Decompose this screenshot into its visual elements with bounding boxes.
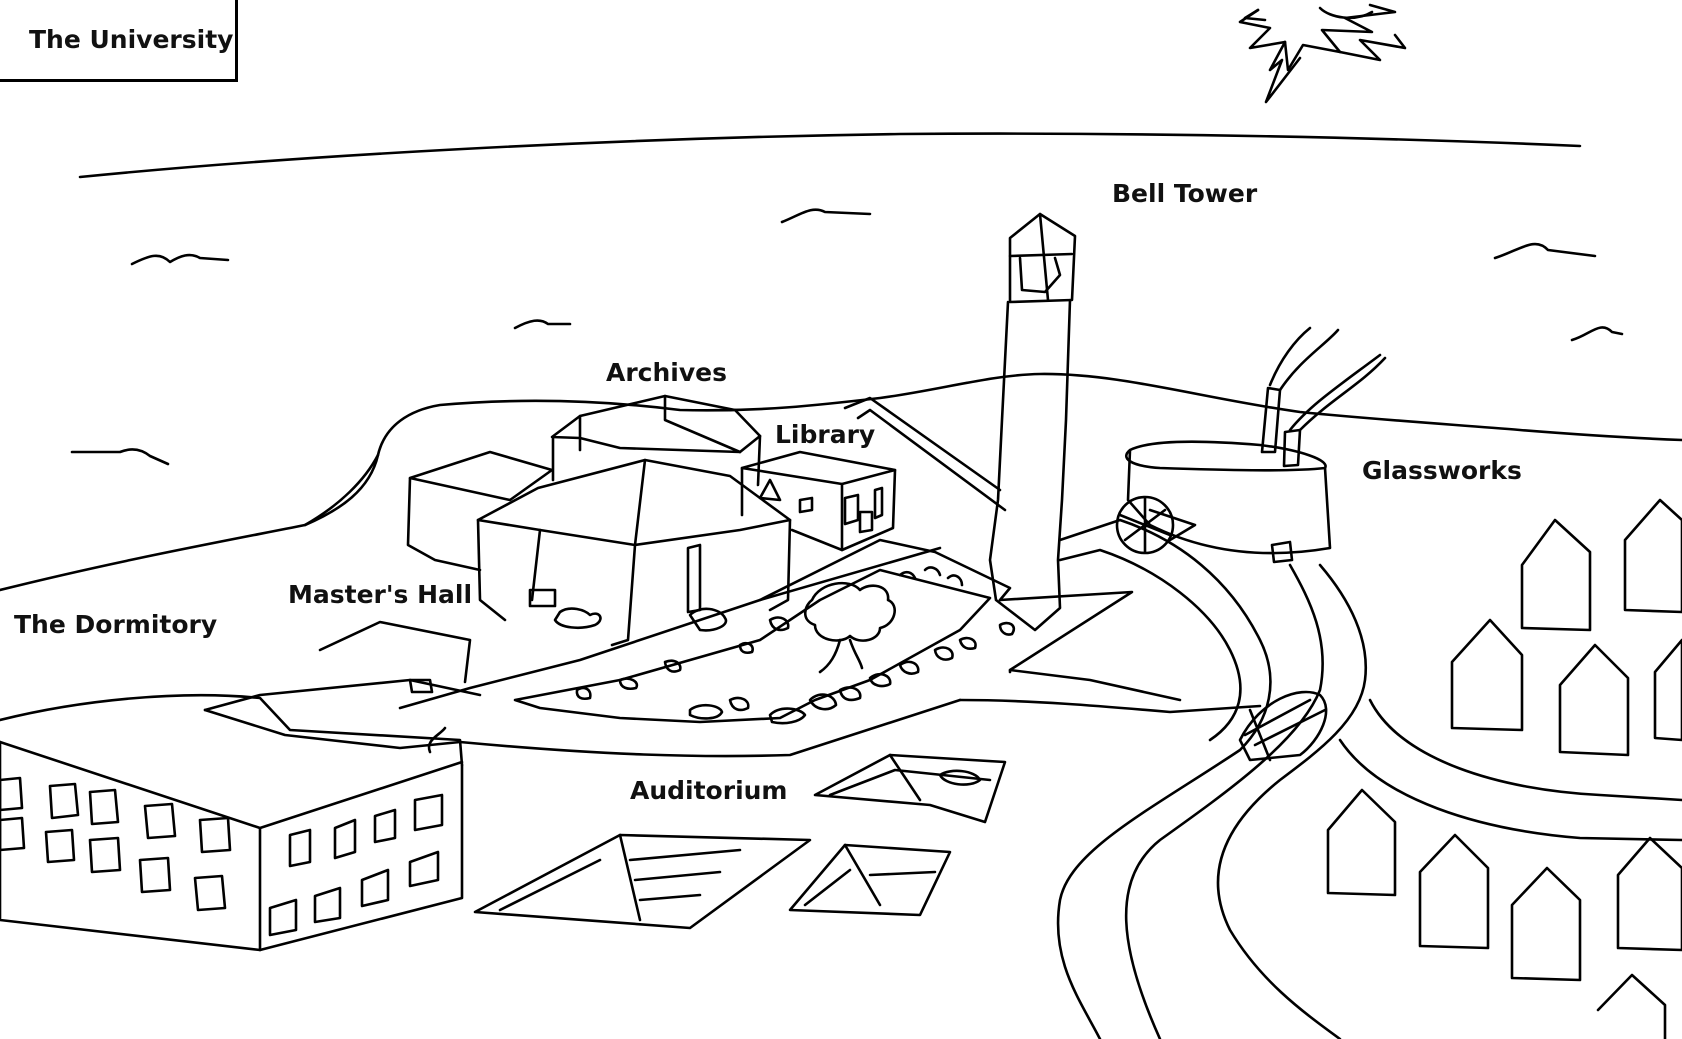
bridge [1238,690,1328,762]
roads [1056,518,1682,1039]
west-building [406,450,554,572]
label-masters-hall: Master's Hall [288,580,473,609]
quad-trees [575,566,1016,725]
label-dormitory: The Dormitory [14,610,218,639]
archives-building [550,394,762,487]
masters-hall-building [476,458,792,647]
label-library: Library [775,420,876,449]
waterwheel [1115,495,1197,555]
sea-waves [70,208,1624,466]
map-title: The University [29,24,234,54]
label-auditorium: Auditorium [630,776,788,805]
auditorium-structures [473,753,1007,930]
label-bell-tower: Bell Tower [1112,179,1258,208]
bell-tower-drawing [988,212,1077,632]
label-archives: Archives [606,358,727,387]
central-quad [203,538,1262,758]
library-building [740,450,897,552]
sun [1238,3,1407,104]
dormitory-building [0,693,464,952]
label-glassworks: Glassworks [1362,456,1522,485]
village-houses [1326,498,1682,1039]
horizon-line [78,132,1582,179]
map-title-box: The University [0,0,238,82]
island-coastline [0,372,1682,592]
glassworks-building [1125,326,1387,564]
masters-hall-annex [318,620,472,754]
